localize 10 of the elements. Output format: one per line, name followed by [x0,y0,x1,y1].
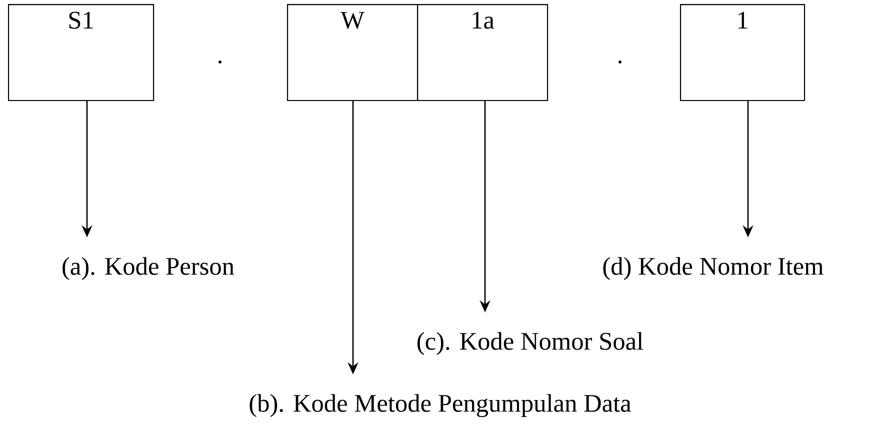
code-box: S1 [8,4,154,102]
separator-dot: . [618,60,622,64]
code-label: (a). Kode Person [62,257,234,280]
separator-dot: . [218,60,222,64]
code-box: 1 [680,4,806,102]
code-label: (c). Kode Nomor Soal [418,332,644,356]
code-box: 1a [417,4,548,102]
code-label: (d) Kode Nomor Item [603,257,824,280]
code-box: W [287,4,418,102]
code-label: (b). Kode Metode Pengumpulan Data [250,394,632,418]
